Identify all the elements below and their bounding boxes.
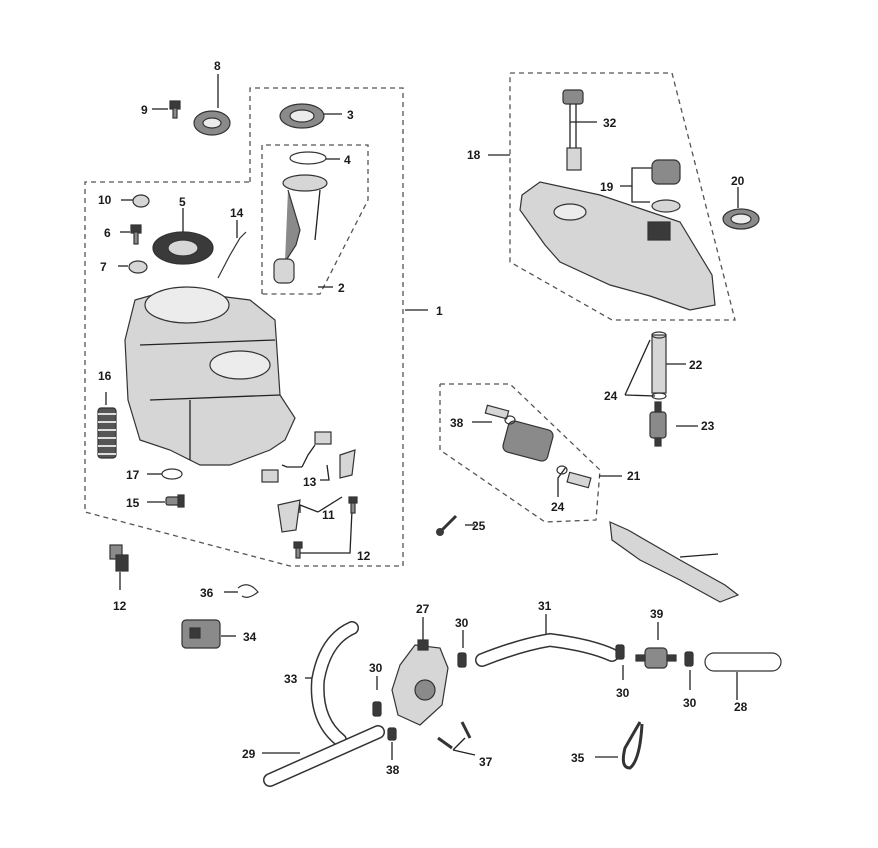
hose-31-inner xyxy=(476,634,618,666)
label-23: 23 xyxy=(701,419,715,433)
label-16: 16 xyxy=(98,369,112,383)
group-outline-fuel-tank xyxy=(84,87,404,567)
label-27: 27 xyxy=(416,602,430,616)
hose-28 xyxy=(704,652,782,672)
clip-38b xyxy=(387,727,397,741)
mounting-bracket xyxy=(609,521,740,603)
clamp-36 xyxy=(237,584,259,598)
bracket-34 xyxy=(181,619,221,649)
label-12a: 12 xyxy=(357,549,371,563)
screw-25 xyxy=(436,514,458,536)
group-outline-fuel-pump xyxy=(261,144,369,295)
label-9: 9 xyxy=(141,103,148,117)
label-25: 25 xyxy=(472,519,486,533)
label-13: 13 xyxy=(303,475,317,489)
label-24b: 24 xyxy=(551,500,565,514)
label-20: 20 xyxy=(731,174,745,188)
label-30d: 30 xyxy=(683,696,697,710)
label-29: 29 xyxy=(242,747,256,761)
group-outline-oil-tank xyxy=(509,72,736,321)
bolt-12c xyxy=(109,544,129,572)
label-18: 18 xyxy=(467,148,481,162)
screws-37 xyxy=(437,721,472,750)
lock-ring xyxy=(279,103,325,129)
label-10: 10 xyxy=(98,193,112,207)
callout-labels: 1 2 3 4 5 6 7 8 9 10 11 12 12 13 14 15 1… xyxy=(98,59,748,777)
label-22: 22 xyxy=(689,358,703,372)
label-24a: 24 xyxy=(604,389,618,403)
label-1: 1 xyxy=(436,304,443,318)
oil-tank xyxy=(519,181,716,311)
label-12b: 12 xyxy=(113,599,127,613)
label-31: 31 xyxy=(538,599,552,613)
tank-flange xyxy=(152,231,214,265)
leader-lines xyxy=(105,74,739,760)
cap-ring xyxy=(193,110,231,136)
clip-30d xyxy=(684,651,694,667)
bolt-6 xyxy=(130,224,142,245)
clip-30b xyxy=(372,701,382,717)
label-30c: 30 xyxy=(616,686,630,700)
bolt-12b xyxy=(293,541,303,559)
cable-tie-35 xyxy=(621,721,644,770)
label-6: 6 xyxy=(104,226,111,240)
hose-29-inner xyxy=(264,726,384,786)
solenoid-valve xyxy=(484,404,592,489)
label-21: 21 xyxy=(627,469,641,483)
oil-cap xyxy=(651,159,681,213)
label-34: 34 xyxy=(243,630,257,644)
vent-hose xyxy=(217,231,247,279)
label-8: 8 xyxy=(214,59,221,73)
label-2: 2 xyxy=(338,281,345,295)
label-5: 5 xyxy=(179,195,186,209)
label-30b: 30 xyxy=(369,661,383,675)
label-39: 39 xyxy=(650,607,664,621)
label-38b: 38 xyxy=(386,763,400,777)
bolt-12a xyxy=(348,496,358,514)
oil-hose-22 xyxy=(651,331,667,400)
label-3: 3 xyxy=(347,108,354,122)
fuel-pump-assembly xyxy=(273,174,328,284)
bolt-9 xyxy=(169,100,181,119)
hose-33-inner xyxy=(312,622,358,746)
clip-13b xyxy=(261,469,279,483)
label-38a: 38 xyxy=(450,416,464,430)
clip-15 xyxy=(165,494,185,508)
label-11: 11 xyxy=(322,508,335,522)
nut-7 xyxy=(128,260,148,274)
label-15: 15 xyxy=(126,496,140,510)
bracket-11a xyxy=(339,449,356,479)
clip-30c xyxy=(615,644,625,660)
label-37: 37 xyxy=(479,755,493,769)
label-35: 35 xyxy=(571,751,585,765)
label-14: 14 xyxy=(230,206,244,220)
label-32: 32 xyxy=(603,116,617,130)
fuel-tank-body xyxy=(124,286,296,466)
label-30a: 30 xyxy=(455,616,469,630)
nut-10 xyxy=(132,194,150,208)
clip-13a xyxy=(314,431,332,445)
spring-filter xyxy=(97,407,117,459)
label-28: 28 xyxy=(734,700,748,714)
seal-ring-20 xyxy=(722,208,760,230)
label-33: 33 xyxy=(284,672,298,686)
o-ring xyxy=(289,151,327,165)
group-outline-valve xyxy=(439,383,601,523)
label-36: 36 xyxy=(200,586,214,600)
label-4: 4 xyxy=(344,153,351,167)
bracket-11b xyxy=(277,499,301,533)
label-17: 17 xyxy=(126,468,140,482)
level-sensor xyxy=(562,89,584,171)
fuel-pump-27 xyxy=(391,639,449,726)
inline-filter-39 xyxy=(635,647,677,669)
label-19: 19 xyxy=(600,180,614,194)
gasket-17 xyxy=(161,468,183,480)
oil-filter-23 xyxy=(649,401,667,447)
clip-30a xyxy=(457,652,467,668)
label-7: 7 xyxy=(100,260,107,274)
